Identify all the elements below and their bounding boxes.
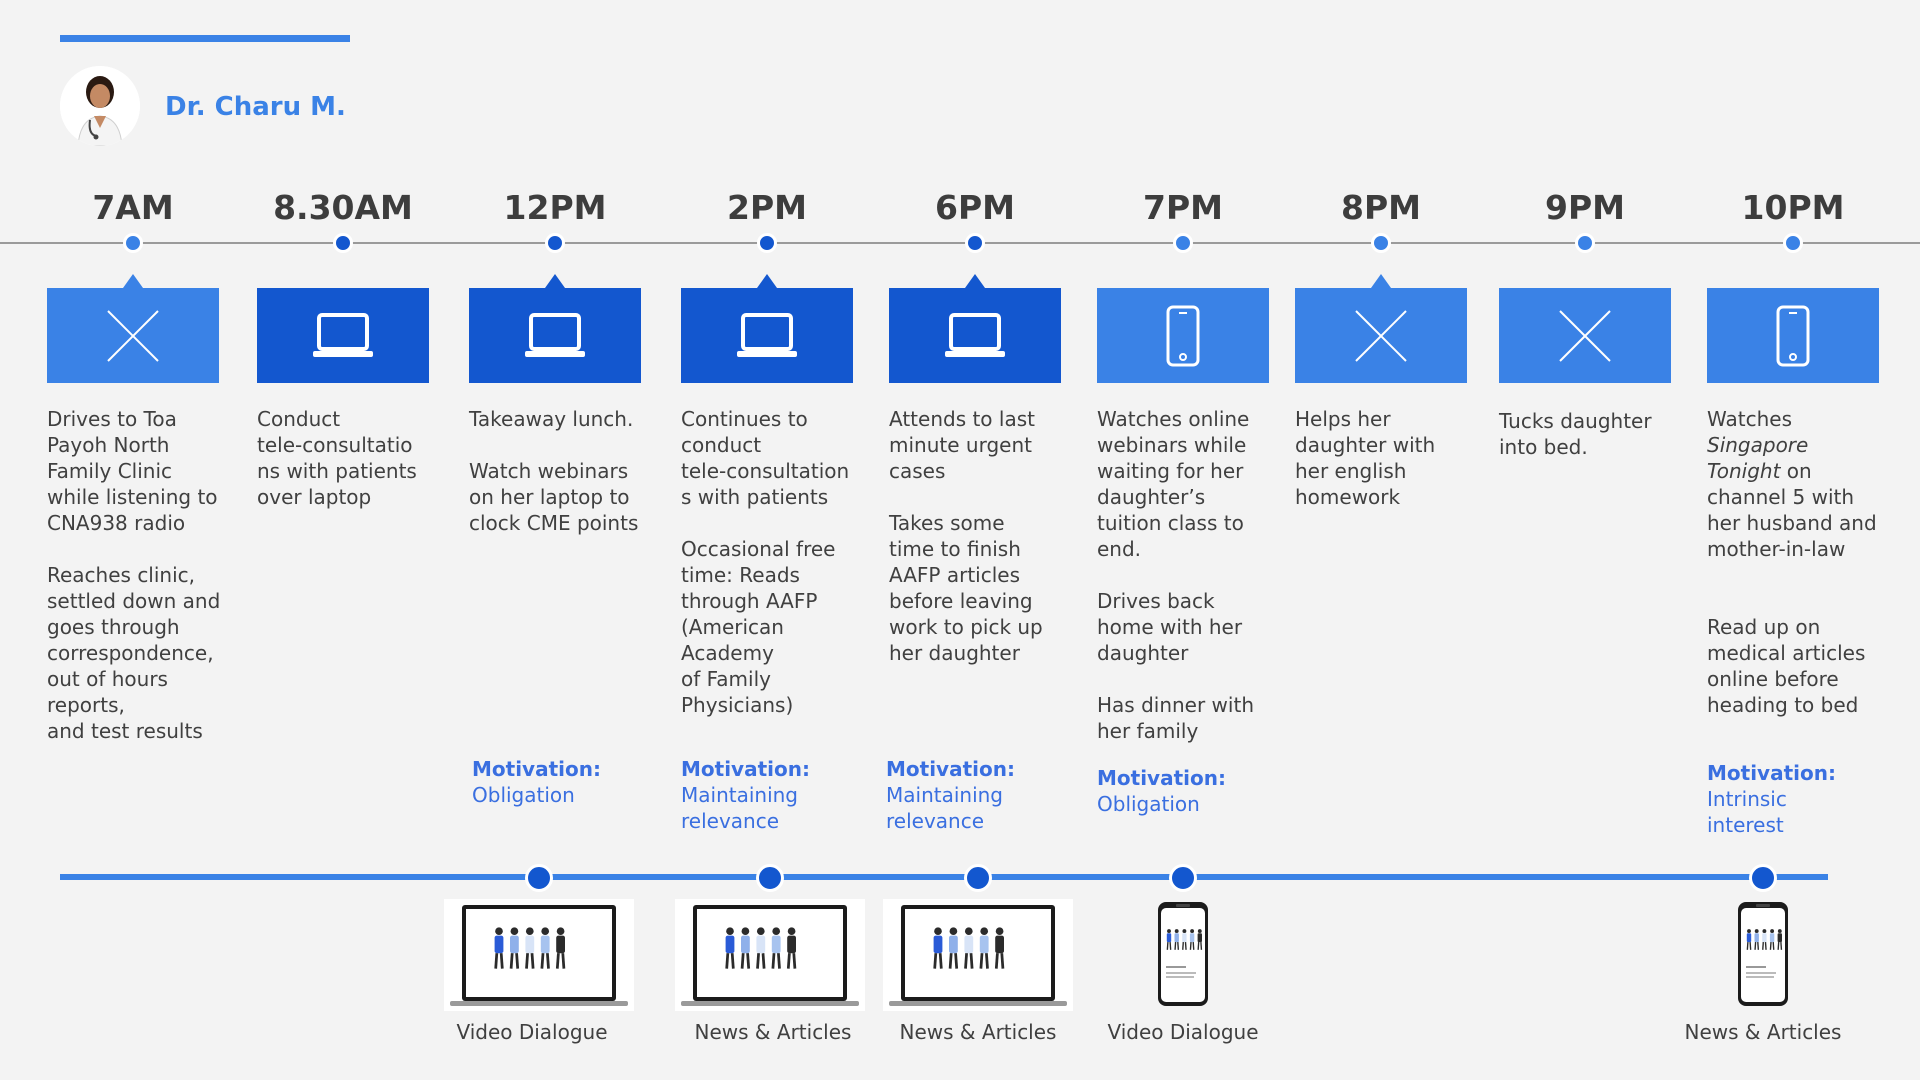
- time-label: 10PM: [1741, 188, 1845, 227]
- motivation: Motivation:Intrinsic interest: [1707, 760, 1836, 838]
- motivation: Motivation:Maintaining relevance: [886, 756, 1015, 834]
- laptop-icon: [735, 311, 799, 361]
- card-pointer: [1371, 274, 1391, 288]
- laptop-icon: [523, 311, 587, 361]
- timeline-dot: [1575, 233, 1595, 253]
- motivation-value: Obligation: [1097, 792, 1200, 816]
- motivation-label: Motivation:: [1707, 761, 1836, 785]
- timeline-dot: [1783, 233, 1803, 253]
- time-label: 6PM: [935, 188, 1015, 227]
- avatar: [60, 66, 140, 146]
- media-dot: [525, 864, 553, 892]
- media-dot: [964, 864, 992, 892]
- media-label: News & Articles: [1684, 1020, 1842, 1044]
- activity-card: [1295, 274, 1467, 383]
- phone-icon: [1776, 305, 1810, 367]
- motivation-label: Motivation:: [886, 757, 1015, 781]
- phone-icon: [1166, 305, 1200, 367]
- card-pointer: [757, 274, 777, 288]
- time-label: 7PM: [1143, 188, 1223, 227]
- activity-description: Drives to Toa Payoh North Family Clinic …: [47, 407, 221, 743]
- media-label: Video Dialogue: [456, 1020, 608, 1044]
- timeline-dot: [545, 233, 565, 253]
- activity-card: [681, 274, 853, 383]
- media-dot: [1749, 864, 1777, 892]
- phone-illustration: [1736, 900, 1790, 1012]
- laptop-icon: [943, 311, 1007, 361]
- card-pointer: [965, 274, 985, 288]
- laptop-illustration: [444, 899, 634, 1015]
- laptop-illustration: [883, 899, 1073, 1015]
- timeline-line: [0, 242, 1920, 244]
- time-label: 8PM: [1341, 188, 1421, 227]
- motivation-value: Obligation: [472, 783, 575, 807]
- time-label: 2PM: [727, 188, 807, 227]
- card-pointer: [545, 274, 565, 288]
- time-label: 7AM: [92, 188, 174, 227]
- activity-description: Continues to conduct tele-consultation s…: [681, 407, 850, 717]
- motivation-label: Motivation:: [472, 757, 601, 781]
- card-pointer: [123, 274, 143, 288]
- activity-card: [1499, 288, 1671, 383]
- activity-card: [889, 274, 1061, 383]
- motivation: Motivation:Maintaining relevance: [681, 756, 810, 834]
- laptop-illustration: [675, 899, 865, 1015]
- close-x-icon: [1354, 309, 1408, 363]
- activity-card: [1707, 288, 1879, 383]
- activity-description: Tucks daughter into bed.: [1499, 409, 1652, 459]
- phone-illustration: [1156, 900, 1210, 1012]
- close-x-icon: [106, 309, 160, 363]
- activity-description: Watches Singapore Tonight on channel 5 w…: [1707, 407, 1877, 717]
- activity-card: [1097, 288, 1269, 383]
- close-x-icon: [1558, 309, 1612, 363]
- time-label: 8.30AM: [273, 188, 413, 227]
- header-accent-bar: [60, 35, 350, 42]
- persona-name: Dr. Charu M.: [165, 92, 346, 122]
- motivation: Motivation:Obligation: [1097, 765, 1226, 817]
- activity-description: Conduct tele-consultatio ns with patient…: [257, 407, 417, 509]
- time-label: 9PM: [1545, 188, 1625, 227]
- timeline-dot: [1173, 233, 1193, 253]
- activity-card: [469, 274, 641, 383]
- activity-description: Attends to last minute urgent cases Take…: [889, 407, 1043, 665]
- media-label: News & Articles: [694, 1020, 852, 1044]
- timeline-dot: [1371, 233, 1391, 253]
- activity-card: [47, 274, 219, 383]
- laptop-icon: [311, 311, 375, 361]
- motivation: Motivation:Obligation: [472, 756, 601, 808]
- timeline-dot: [965, 233, 985, 253]
- motivation-value: Maintaining relevance: [681, 783, 799, 833]
- timeline-dot: [333, 233, 353, 253]
- activity-description: Helps her daughter with her english home…: [1295, 407, 1436, 509]
- time-label: 12PM: [503, 188, 607, 227]
- motivation-label: Motivation:: [681, 757, 810, 781]
- timeline-dot: [757, 233, 777, 253]
- motivation-value: Intrinsic interest: [1707, 787, 1787, 837]
- activity-card: [257, 288, 429, 383]
- media-label: News & Articles: [899, 1020, 1057, 1044]
- activity-description: Takeaway lunch. Watch webinars on her la…: [469, 407, 639, 535]
- timeline-dot: [123, 233, 143, 253]
- media-timeline-line: [60, 874, 1828, 880]
- media-label: Video Dialogue: [1107, 1020, 1259, 1044]
- media-dot: [756, 864, 784, 892]
- activity-description: Watches online webinars while waiting fo…: [1097, 407, 1254, 743]
- motivation-label: Motivation:: [1097, 766, 1226, 790]
- motivation-value: Maintaining relevance: [886, 783, 1004, 833]
- media-dot: [1169, 864, 1197, 892]
